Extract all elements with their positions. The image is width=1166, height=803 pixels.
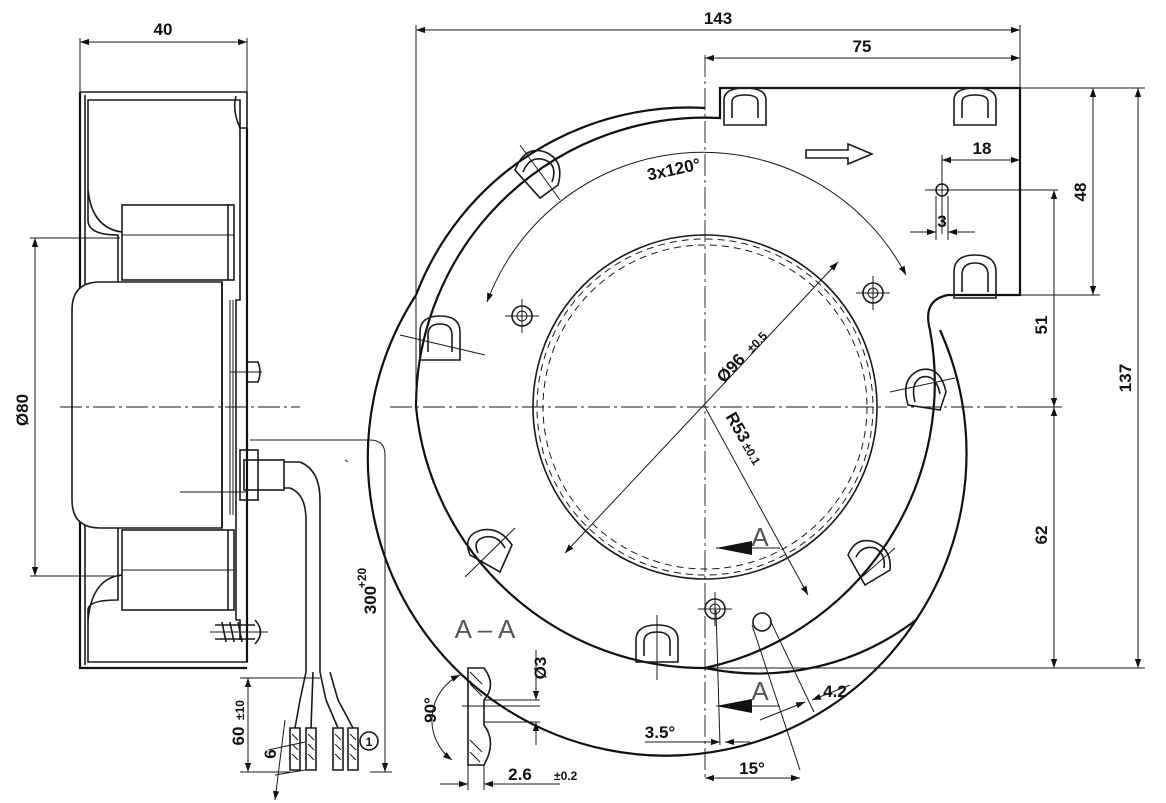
note-marker-circle	[359, 731, 379, 751]
note-marker: 1	[366, 735, 373, 749]
dim-bore-dia: Ø96	[713, 350, 749, 386]
slot-hole	[752, 612, 772, 632]
dim-diameter-80: Ø80	[13, 394, 32, 426]
dim-pitch: 3x120°	[645, 155, 702, 185]
section-arrow-top-icon	[716, 541, 752, 555]
airflow-arrow-icon	[805, 142, 875, 166]
front-dimensions: 143 75 18 3 48 51 62 137	[415, 9, 1145, 669]
dim-lead-length: 60	[229, 727, 248, 746]
side-view: 40	[13, 20, 300, 670]
mounting-hole-bottom	[698, 592, 732, 626]
front-view: 3x120°	[366, 55, 1058, 782]
dim-outlet-height: 51	[1032, 316, 1051, 335]
mounting-hole-left	[505, 299, 539, 333]
section-arrow-bottom-icon	[716, 699, 752, 713]
wire-ends	[289, 699, 359, 771]
screw-icon	[210, 619, 268, 645]
dim-hole-offset-y: 48	[1071, 183, 1090, 202]
small-hole-top	[925, 178, 1058, 234]
dim-strip-length: 6	[261, 749, 280, 758]
section-marker-bottom: A	[751, 676, 769, 706]
dim-overall-height: 137	[1116, 364, 1135, 392]
dim-radius-tol: ±0.1	[740, 440, 764, 467]
dim-lower-height: 62	[1032, 526, 1051, 545]
dim-angle-15: 15°	[739, 759, 765, 778]
dim-cable-length-tol: +20	[355, 567, 369, 588]
clip-tabs	[419, 87, 997, 663]
dim-half-width: 75	[853, 37, 872, 56]
section-hole-dim: Ø3	[531, 657, 550, 680]
dim-cable-length: 300	[361, 586, 380, 614]
dim-width-40: 40	[154, 20, 173, 39]
dim-bore-dia-tol: ±0.5	[744, 329, 770, 356]
section-marker-top: A	[751, 522, 769, 552]
section-title: A – A	[455, 614, 516, 644]
dim-hole-dia: 3	[937, 212, 946, 231]
dim-lead-length-tol: ±10	[233, 700, 247, 720]
dim-overall-width: 143	[704, 9, 732, 28]
dim-hole-offset-x: 18	[973, 139, 992, 158]
dim-radius: R53	[722, 409, 754, 446]
mounting-hole-right	[856, 276, 890, 310]
section-angle: 90°	[421, 697, 440, 723]
dim-angle-3-5: 3.5°	[645, 723, 676, 742]
section-a-a: A – A Ø3 90° 2.6 ±0.2	[421, 614, 578, 790]
section-thickness-tol: ±0.2	[554, 769, 578, 783]
dim-slot-width: 4.2	[823, 682, 847, 701]
section-thickness: 2.6	[508, 765, 532, 784]
cable: 300 +20 60 ±10 6 1	[229, 439, 392, 801]
